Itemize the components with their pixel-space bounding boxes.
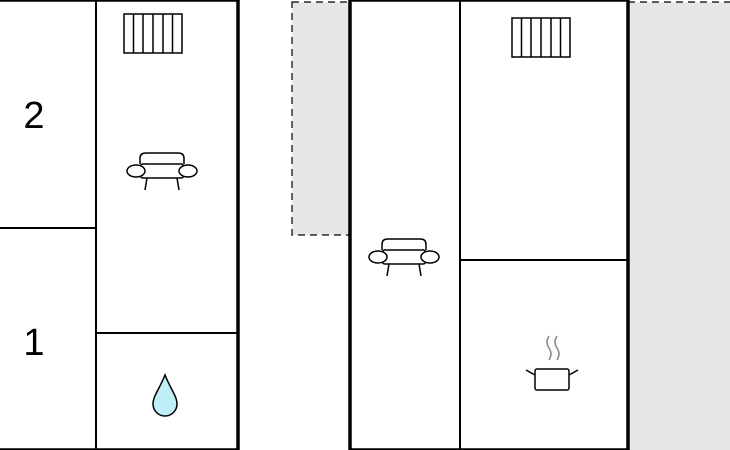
sofa-icon <box>126 152 198 191</box>
cooking-pot-icon <box>525 335 579 391</box>
floor-plan-right <box>291 0 730 450</box>
sofa-icon <box>368 238 440 277</box>
outer-wall <box>0 0 240 450</box>
radiator-icon <box>511 17 571 58</box>
water-drop-icon <box>152 372 178 417</box>
floor-plan-left: 2 1 <box>0 0 240 450</box>
radiator-icon <box>123 13 183 54</box>
outer-wall <box>348 0 630 450</box>
terrace-area <box>627 1 730 450</box>
terrace-area <box>291 1 351 236</box>
room-number-1: 1 <box>23 322 44 364</box>
room-number-2: 2 <box>23 95 44 137</box>
